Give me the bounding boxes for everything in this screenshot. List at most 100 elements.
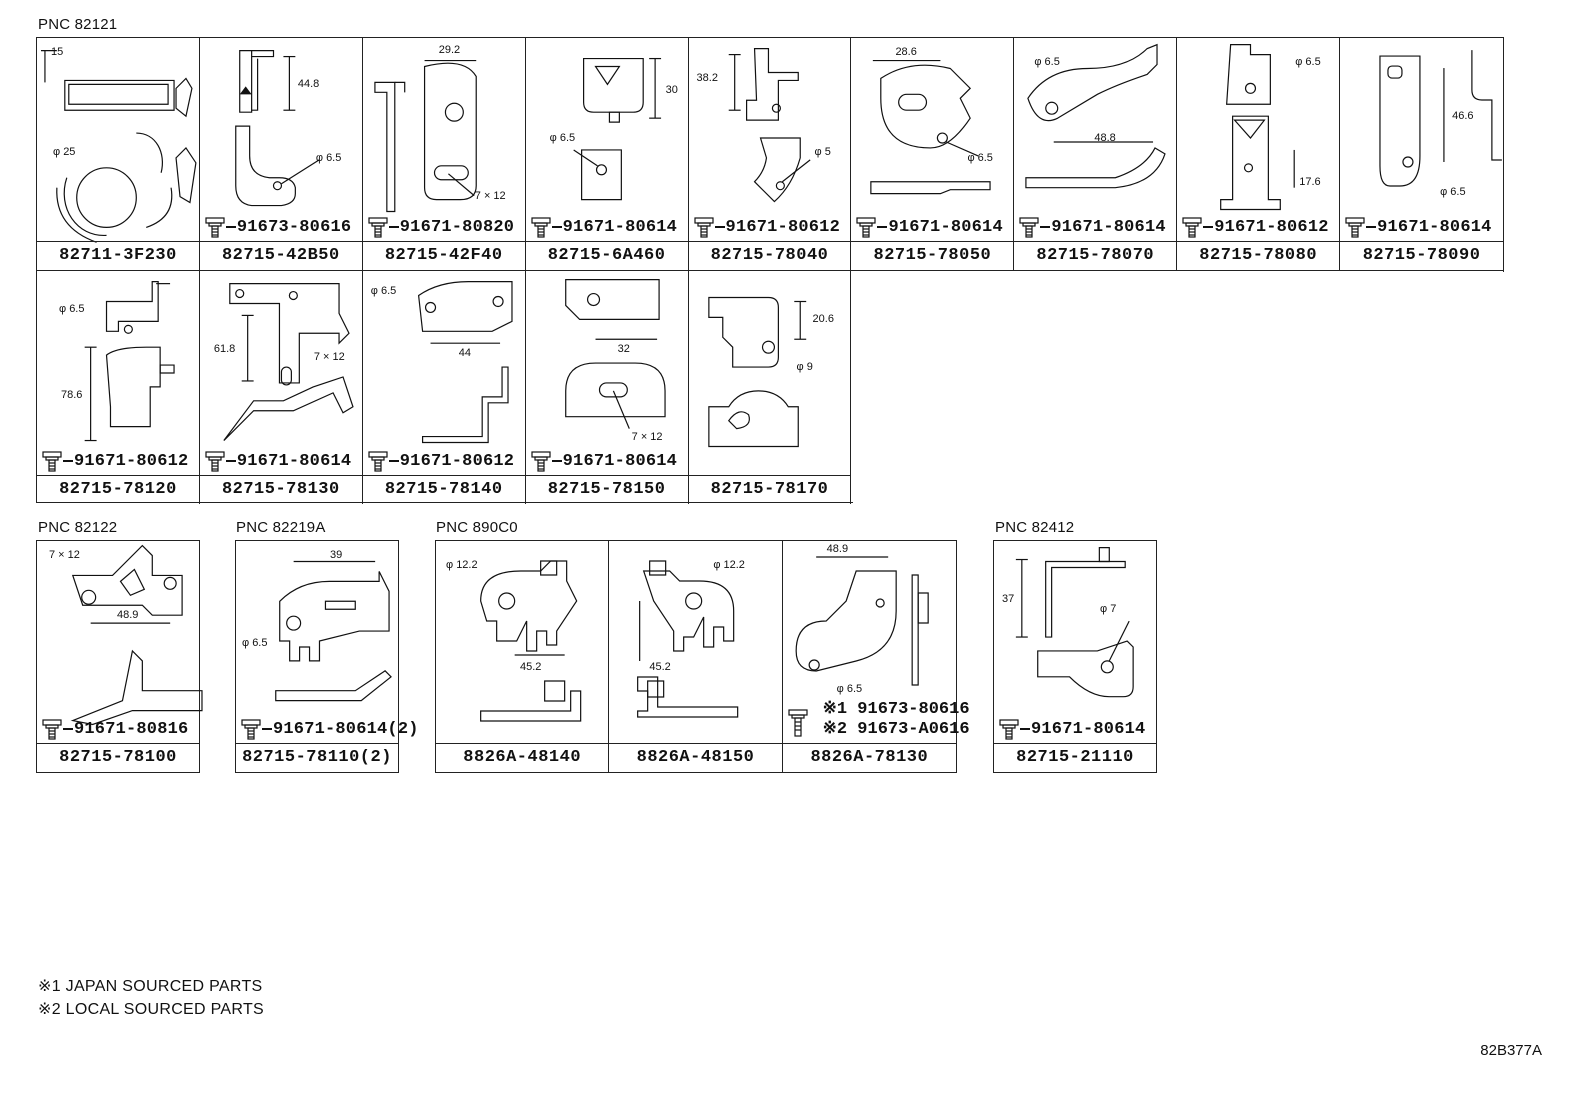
part-drawing bbox=[436, 541, 608, 747]
leader-line bbox=[551, 460, 562, 462]
bolt-callout: 91671-80614 bbox=[1018, 216, 1166, 238]
dim-label: φ 6.5 bbox=[1440, 186, 1466, 198]
dim-label: 28.6 bbox=[895, 46, 917, 58]
bolt-icon bbox=[856, 217, 877, 238]
bolt-icon bbox=[42, 719, 62, 740]
dim-label: 7 × 12 bbox=[474, 190, 506, 202]
part-number: 8826A-48140 bbox=[436, 743, 609, 772]
dim-label: φ 7 bbox=[1100, 603, 1117, 615]
leader-line bbox=[1020, 728, 1030, 730]
dim-label: 45.2 bbox=[520, 661, 542, 673]
part-cell[interactable]: φ 12.2 45.2 8826A-48150 bbox=[609, 541, 783, 772]
part-cell[interactable]: φ 6.5 48.8 91671-80614 82715-78070 bbox=[1014, 38, 1178, 271]
dim-label: 20.6 bbox=[812, 313, 834, 325]
part-cell[interactable]: 32 7 × 12 91671-80614 82715-78150 bbox=[525, 271, 689, 504]
pnc-label-82122: PNC 82122 bbox=[38, 519, 118, 536]
bolt-part-number: 91671-80614 bbox=[562, 451, 678, 471]
dim-label: 38.2 bbox=[696, 72, 718, 84]
part-cell[interactable]: φ 6.5 78.6 91671-80612 82715-78120 bbox=[37, 271, 200, 504]
dim-label: 48.9 bbox=[826, 543, 849, 555]
part-drawing bbox=[851, 38, 1013, 244]
bolt-part-number: 91671-80820 bbox=[399, 217, 515, 237]
bolt-part-number: 91671-80612 bbox=[74, 451, 189, 471]
leader-line bbox=[225, 226, 236, 228]
dim-label: 15 bbox=[51, 46, 64, 58]
part-cell[interactable]: 44.8 φ 6.5 91673-80616 82715-42B50 bbox=[199, 38, 363, 271]
bolt-icon bbox=[531, 451, 551, 472]
part-drawing bbox=[609, 541, 781, 747]
bolt-part-number: 91671-80816 bbox=[74, 719, 189, 739]
figure-code: 82B377A bbox=[1480, 1042, 1542, 1059]
pnc-label-82121: PNC 82121 bbox=[38, 16, 118, 33]
dim-label: 7 × 12 bbox=[49, 549, 80, 561]
bolt-part-number: 91671-80614 bbox=[1051, 217, 1166, 237]
bolt-callout: 91671-80612 bbox=[1181, 216, 1328, 238]
part-drawing bbox=[689, 38, 851, 244]
leader-line bbox=[388, 226, 399, 228]
part-number: 82715-78090 bbox=[1340, 241, 1503, 270]
part-cell[interactable]: 15 φ 25 82711-3F230 bbox=[37, 38, 200, 271]
dim-label: 44 bbox=[458, 347, 472, 359]
leader-line bbox=[63, 728, 73, 730]
part-cell[interactable]: 39 φ 6.5 91671-80614(2) 82715-78110(2) bbox=[236, 541, 418, 772]
bolt-part-number: 91671-80614 bbox=[562, 217, 678, 237]
part-drawing bbox=[1014, 38, 1176, 244]
part-cell[interactable]: 61.8 7 × 12 91671-80614 82715-78130 bbox=[199, 271, 363, 504]
part-cell[interactable]: 7 × 12 48.9 91671-80816 82715-78100 bbox=[37, 541, 199, 772]
part-drawing bbox=[783, 541, 956, 747]
leader-line bbox=[1366, 226, 1377, 228]
part-cell[interactable]: 37 φ 7 91671-80614 82715-21110 bbox=[994, 541, 1156, 772]
part-cell[interactable]: φ 6.5 44 91671-80612 82715-78140 bbox=[362, 271, 526, 504]
bolt-callout: ※1 91673-80616 ※2 91673-A0616 bbox=[787, 700, 970, 740]
leader-line bbox=[388, 460, 399, 462]
bolt-part-number: ※1 91673-80616 bbox=[822, 700, 970, 719]
part-number: 82715-78110(2) bbox=[236, 743, 398, 772]
bolt-callout: 91671-80816 bbox=[41, 718, 188, 740]
dim-label: φ 12.2 bbox=[713, 559, 745, 571]
leader-line bbox=[551, 226, 562, 228]
part-drawing bbox=[689, 271, 851, 477]
part-number: 82715-78130 bbox=[199, 475, 362, 504]
part-number: 82715-78140 bbox=[362, 475, 525, 504]
part-number: 82715-78050 bbox=[851, 241, 1014, 270]
bolt-icon bbox=[1345, 217, 1365, 238]
dim-label: φ 5 bbox=[814, 146, 831, 158]
part-cell[interactable]: 29.2 7 × 12 91671-80820 82715-42F40 bbox=[362, 38, 526, 271]
dim-label: 61.8 bbox=[213, 343, 236, 355]
part-drawing bbox=[1177, 38, 1339, 244]
bolt-callout: 91671-80614 bbox=[530, 450, 677, 472]
part-cell[interactable]: 38.2 φ 5 91671-80612 82715-78040 bbox=[688, 38, 852, 271]
bolt-part-number: 91671-80612 bbox=[1214, 217, 1329, 237]
bolt-callout: 91671-80614 bbox=[855, 216, 1003, 238]
dim-label: φ 6.5 bbox=[967, 152, 993, 164]
leader-line bbox=[262, 728, 272, 730]
bolt-callout: 91671-80614(2) bbox=[240, 718, 419, 740]
part-number: 82715-78170 bbox=[688, 475, 851, 504]
part-cell[interactable]: φ 6.5 17.6 91671-80612 82715-78080 bbox=[1177, 38, 1341, 271]
part-cell[interactable]: 20.6 φ 9 82715-78170 bbox=[688, 271, 852, 504]
part-cell[interactable]: 30 φ 6.5 91671-80614 82715-6A460 bbox=[525, 38, 689, 271]
bolt-callout: 91671-80820 bbox=[367, 216, 514, 238]
part-cell[interactable]: 48.9 φ 6.5 ※1 91673-80616 ※2 91673-A0616… bbox=[782, 541, 970, 772]
bolt-callout: 91671-80614 bbox=[998, 718, 1145, 740]
part-number: 82715-78070 bbox=[1014, 241, 1177, 270]
dim-label: 37 bbox=[1002, 593, 1015, 605]
part-number: 8826A-78130 bbox=[782, 743, 956, 772]
note-japan-sourced: ※1 JAPAN SOURCED PARTS bbox=[38, 978, 263, 995]
leader-line bbox=[225, 460, 236, 462]
dim-label: φ 6.5 bbox=[836, 683, 863, 695]
bolt-callout: 91671-80614 bbox=[204, 450, 351, 472]
bolt-icon bbox=[241, 719, 261, 740]
leader-line bbox=[63, 460, 73, 462]
dim-label: 48.8 bbox=[1094, 132, 1116, 144]
part-cell[interactable]: 28.6 φ 6.5 91671-80614 82715-78050 bbox=[851, 38, 1015, 271]
dim-label: φ 25 bbox=[53, 146, 76, 158]
pnc-label-82219a: PNC 82219A bbox=[236, 519, 326, 536]
dim-label: 17.6 bbox=[1299, 176, 1321, 188]
parts-grid-890c0: φ 12.2 45.2 8826A-48140 φ 12.2 45.2 8826… bbox=[435, 540, 970, 773]
part-cell[interactable]: 46.6 φ 6.5 91671-80614 82715-78090 bbox=[1340, 38, 1503, 271]
dim-label: φ 6.5 bbox=[59, 303, 85, 315]
part-drawing bbox=[363, 38, 525, 244]
part-cell[interactable]: φ 12.2 45.2 8826A-48140 bbox=[436, 541, 610, 772]
dim-label: 48.9 bbox=[117, 609, 139, 621]
